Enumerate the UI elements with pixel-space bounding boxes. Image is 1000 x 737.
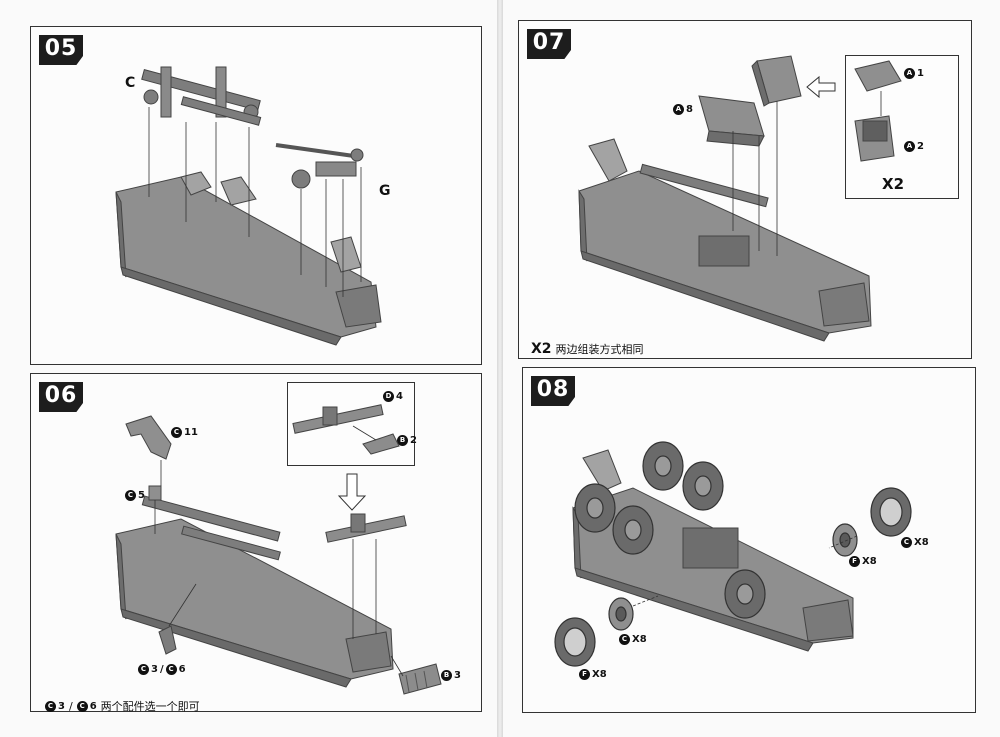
- inset-parts: [854, 60, 902, 162]
- part-c3: [158, 625, 177, 655]
- inset-multiplier: X2: [882, 175, 905, 193]
- chassis-assembled: [578, 138, 872, 342]
- part-c5: [148, 485, 162, 501]
- loose-tire-left: [554, 617, 596, 667]
- assembled-crossmember: [325, 513, 407, 543]
- leader-lines: [148, 107, 362, 297]
- leader-lines: [154, 460, 404, 677]
- part-label-c: C: [125, 75, 136, 91]
- part-b3-grille: [398, 663, 442, 695]
- left-arrow: [806, 75, 836, 99]
- part-label-g: G: [379, 183, 391, 199]
- part-x2-box: [751, 55, 802, 107]
- step-05-panel: 05 C G: [30, 26, 482, 365]
- step-08-badge: 08: [531, 376, 575, 406]
- step-05-illustration: [115, 66, 382, 346]
- step-06-badge: 06: [39, 382, 83, 412]
- step-06-illustration: [115, 404, 442, 695]
- step-05-badge: 05: [39, 35, 83, 65]
- inset-parts: [292, 404, 400, 455]
- step-07-badge: 07: [527, 29, 571, 59]
- part-a8-fender: [698, 95, 765, 147]
- down-arrow: [337, 473, 367, 511]
- part-c11: [125, 415, 172, 460]
- leader-lines: [632, 535, 858, 607]
- leader-lines: [732, 101, 778, 256]
- page-gutter: [497, 0, 503, 737]
- steering-assembly-g: [275, 143, 364, 189]
- step-08-illustration: [554, 441, 912, 667]
- loose-tire-right: [870, 487, 912, 537]
- step-07-illustration: [578, 55, 902, 342]
- loose-rim-left: [608, 597, 634, 631]
- wheel-set: [574, 441, 766, 619]
- axle-assembly-c: [141, 66, 262, 126]
- chassis-hull: [115, 171, 382, 346]
- loose-rim-right: [832, 523, 858, 557]
- chassis-hull: [115, 495, 394, 688]
